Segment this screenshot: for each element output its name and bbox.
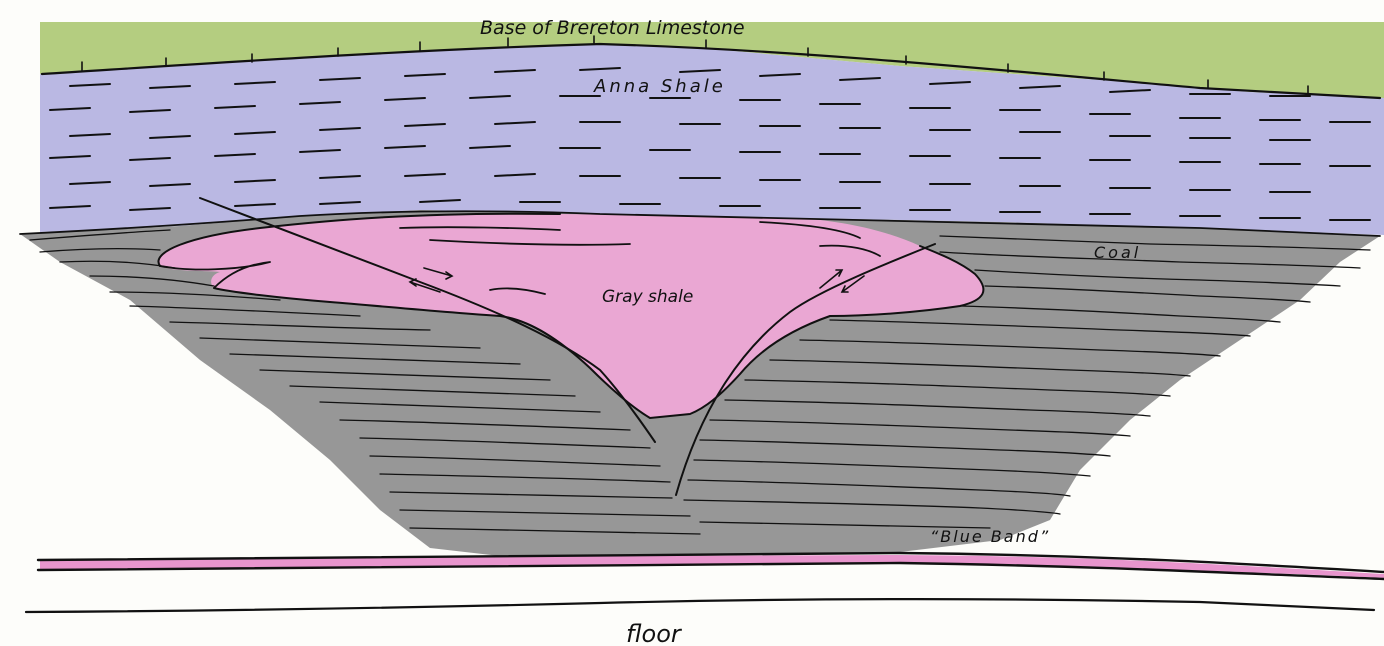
label-blue-band: “Blue Band” <box>930 527 1050 546</box>
label-coal: Coal <box>1094 243 1141 262</box>
label-floor: floor <box>626 620 683 646</box>
label-limestone: Base of Brereton Limestone <box>480 17 745 39</box>
label-anna-shale: Anna Shale <box>593 76 726 97</box>
floor-line <box>26 599 1374 612</box>
label-gray-shale: Gray shale <box>602 287 693 307</box>
